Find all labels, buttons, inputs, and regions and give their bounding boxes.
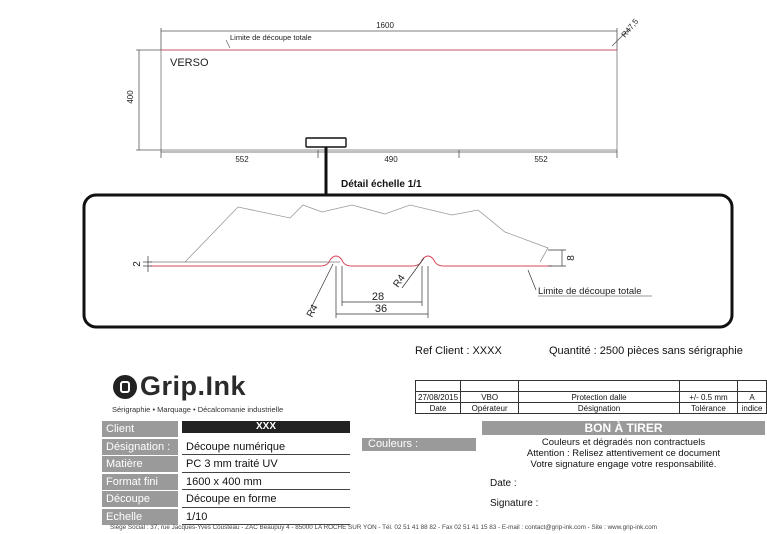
format-underline	[182, 489, 350, 490]
company-address-footer: Siège Social : 37, rue Jacques-Yves Cous…	[110, 524, 657, 531]
colors-label: Couleurs :	[362, 438, 476, 451]
logo-icon	[113, 375, 137, 399]
format-value: 1600 x 400 mm	[186, 475, 262, 488]
revision-row: 27/08/2015 VBO Protection dalle +/- 0.5 …	[414, 391, 767, 403]
detail-box	[82, 193, 734, 329]
decoupe-label: Découpe	[102, 491, 178, 507]
decoupe-underline	[182, 506, 350, 508]
row-decoupe: Découpe Découpe en forme	[102, 491, 482, 509]
radius-leader	[611, 27, 631, 47]
row-echelle: Echelle 1/10	[102, 508, 482, 527]
limit-label-top: Limite de découpe totale	[230, 33, 312, 42]
client-reference: Ref Client : XXXX	[415, 345, 502, 357]
segment-right-label: 552	[534, 155, 548, 164]
technical-drawing: 1600 R47,5 Limite de découpe totale VERS…	[82, 17, 734, 329]
designation-label: Désignation :	[102, 438, 178, 455]
revision-operator-header: Opérateur	[460, 402, 520, 414]
revision-header-spacer	[414, 380, 767, 392]
detail-cut-line	[150, 255, 552, 267]
quantity-info: Quantité : 2500 pièces sans sérigraphie	[549, 345, 743, 357]
detail-title: Détail échelle 1/1	[341, 179, 422, 190]
designation-underline	[182, 454, 350, 455]
revision-date-header: Date	[414, 402, 462, 414]
dim-36-label: 36	[375, 303, 387, 315]
height-label: 400	[126, 90, 135, 104]
dim-2-label: 2	[132, 261, 143, 267]
r4-left-label: R4	[305, 303, 321, 320]
format-label: Format fini	[102, 473, 178, 490]
revision-designation: Protection dalle	[518, 391, 680, 403]
overall-width-label: 1600	[376, 21, 394, 30]
segment-mid-label: 490	[384, 155, 398, 164]
dim-8	[548, 249, 566, 267]
revision-tolerance-header: Tolérance	[678, 402, 739, 414]
revision-table: 27/08/2015 VBO Protection dalle +/- 0.5 …	[414, 380, 767, 414]
echelle-underline	[182, 524, 350, 525]
revision-header-row: Date Opérateur Désignation Tolérance ind…	[414, 402, 767, 414]
matiere-value: PC 3 mm traité UV	[186, 458, 278, 470]
dim-28-label: 28	[372, 291, 384, 303]
bat-line-3: Votre signature engage votre responsabil…	[530, 459, 717, 470]
r4-mid-leader	[401, 257, 425, 289]
detail-profile	[184, 204, 549, 263]
bat-line-2: Attention : Relisez attentivement ce doc…	[526, 448, 721, 459]
verso-label: VERSO	[170, 57, 209, 69]
segment-dimensions	[160, 150, 618, 158]
revision-tolerance: +/- 0.5 mm	[678, 391, 739, 403]
overall-width-dimension	[160, 28, 618, 50]
echelle-value: 1/10	[186, 510, 208, 523]
title-block: Client XXX Désignation : Découpe numériq…	[102, 421, 482, 526]
r4-left-leader	[309, 263, 334, 311]
limit-leader-detail	[527, 269, 537, 291]
dim-8-label: 8	[566, 255, 577, 261]
notch	[305, 137, 347, 148]
bat-signature-label: Signature :	[490, 498, 539, 509]
revision-index-header: indice	[737, 402, 767, 414]
bat-date-label: Date :	[490, 478, 517, 489]
client-label: Client	[102, 421, 178, 437]
decoupe-value: Découpe en forme	[186, 493, 277, 505]
r4-mid-label: R4	[391, 273, 408, 290]
company-tagline: Sérigraphie • Marquage • Décalcomanie in…	[112, 405, 284, 414]
company-logo: Grip.Ink	[140, 371, 247, 401]
limit-leader-top	[225, 39, 231, 49]
dim-28-36	[335, 266, 429, 318]
bat-title: BON À TIRER	[482, 421, 765, 435]
client-value: XXX	[182, 421, 350, 433]
row-client: Client XXX	[102, 421, 482, 439]
revision-date: 27/08/2015	[414, 391, 462, 403]
row-matiere: Matière PC 3 mm traité UV	[102, 456, 482, 474]
bat-notice: Couleurs et dégradés non contractuels At…	[482, 437, 765, 470]
height-dimension	[136, 49, 161, 151]
revision-designation-header: Désignation	[518, 402, 680, 414]
revision-operator: VBO	[460, 391, 520, 403]
matiere-label: Matière	[102, 456, 178, 472]
bat-line-1: Couleurs et dégradés non contractuels	[541, 437, 706, 448]
echelle-label: Echelle	[102, 508, 178, 525]
matiere-underline	[182, 471, 350, 473]
part-outline	[160, 49, 618, 151]
segment-left-label: 552	[235, 155, 249, 164]
radius-label: R47,5	[620, 17, 641, 40]
designation-value: Découpe numérique	[186, 440, 286, 453]
limit-label-detail: Limite de découpe totale	[538, 286, 642, 297]
dim-2	[143, 256, 152, 272]
revision-index: A	[737, 391, 767, 403]
row-format: Format fini 1600 x 400 mm	[102, 473, 482, 492]
row-designation: Désignation : Découpe numérique	[102, 438, 482, 457]
